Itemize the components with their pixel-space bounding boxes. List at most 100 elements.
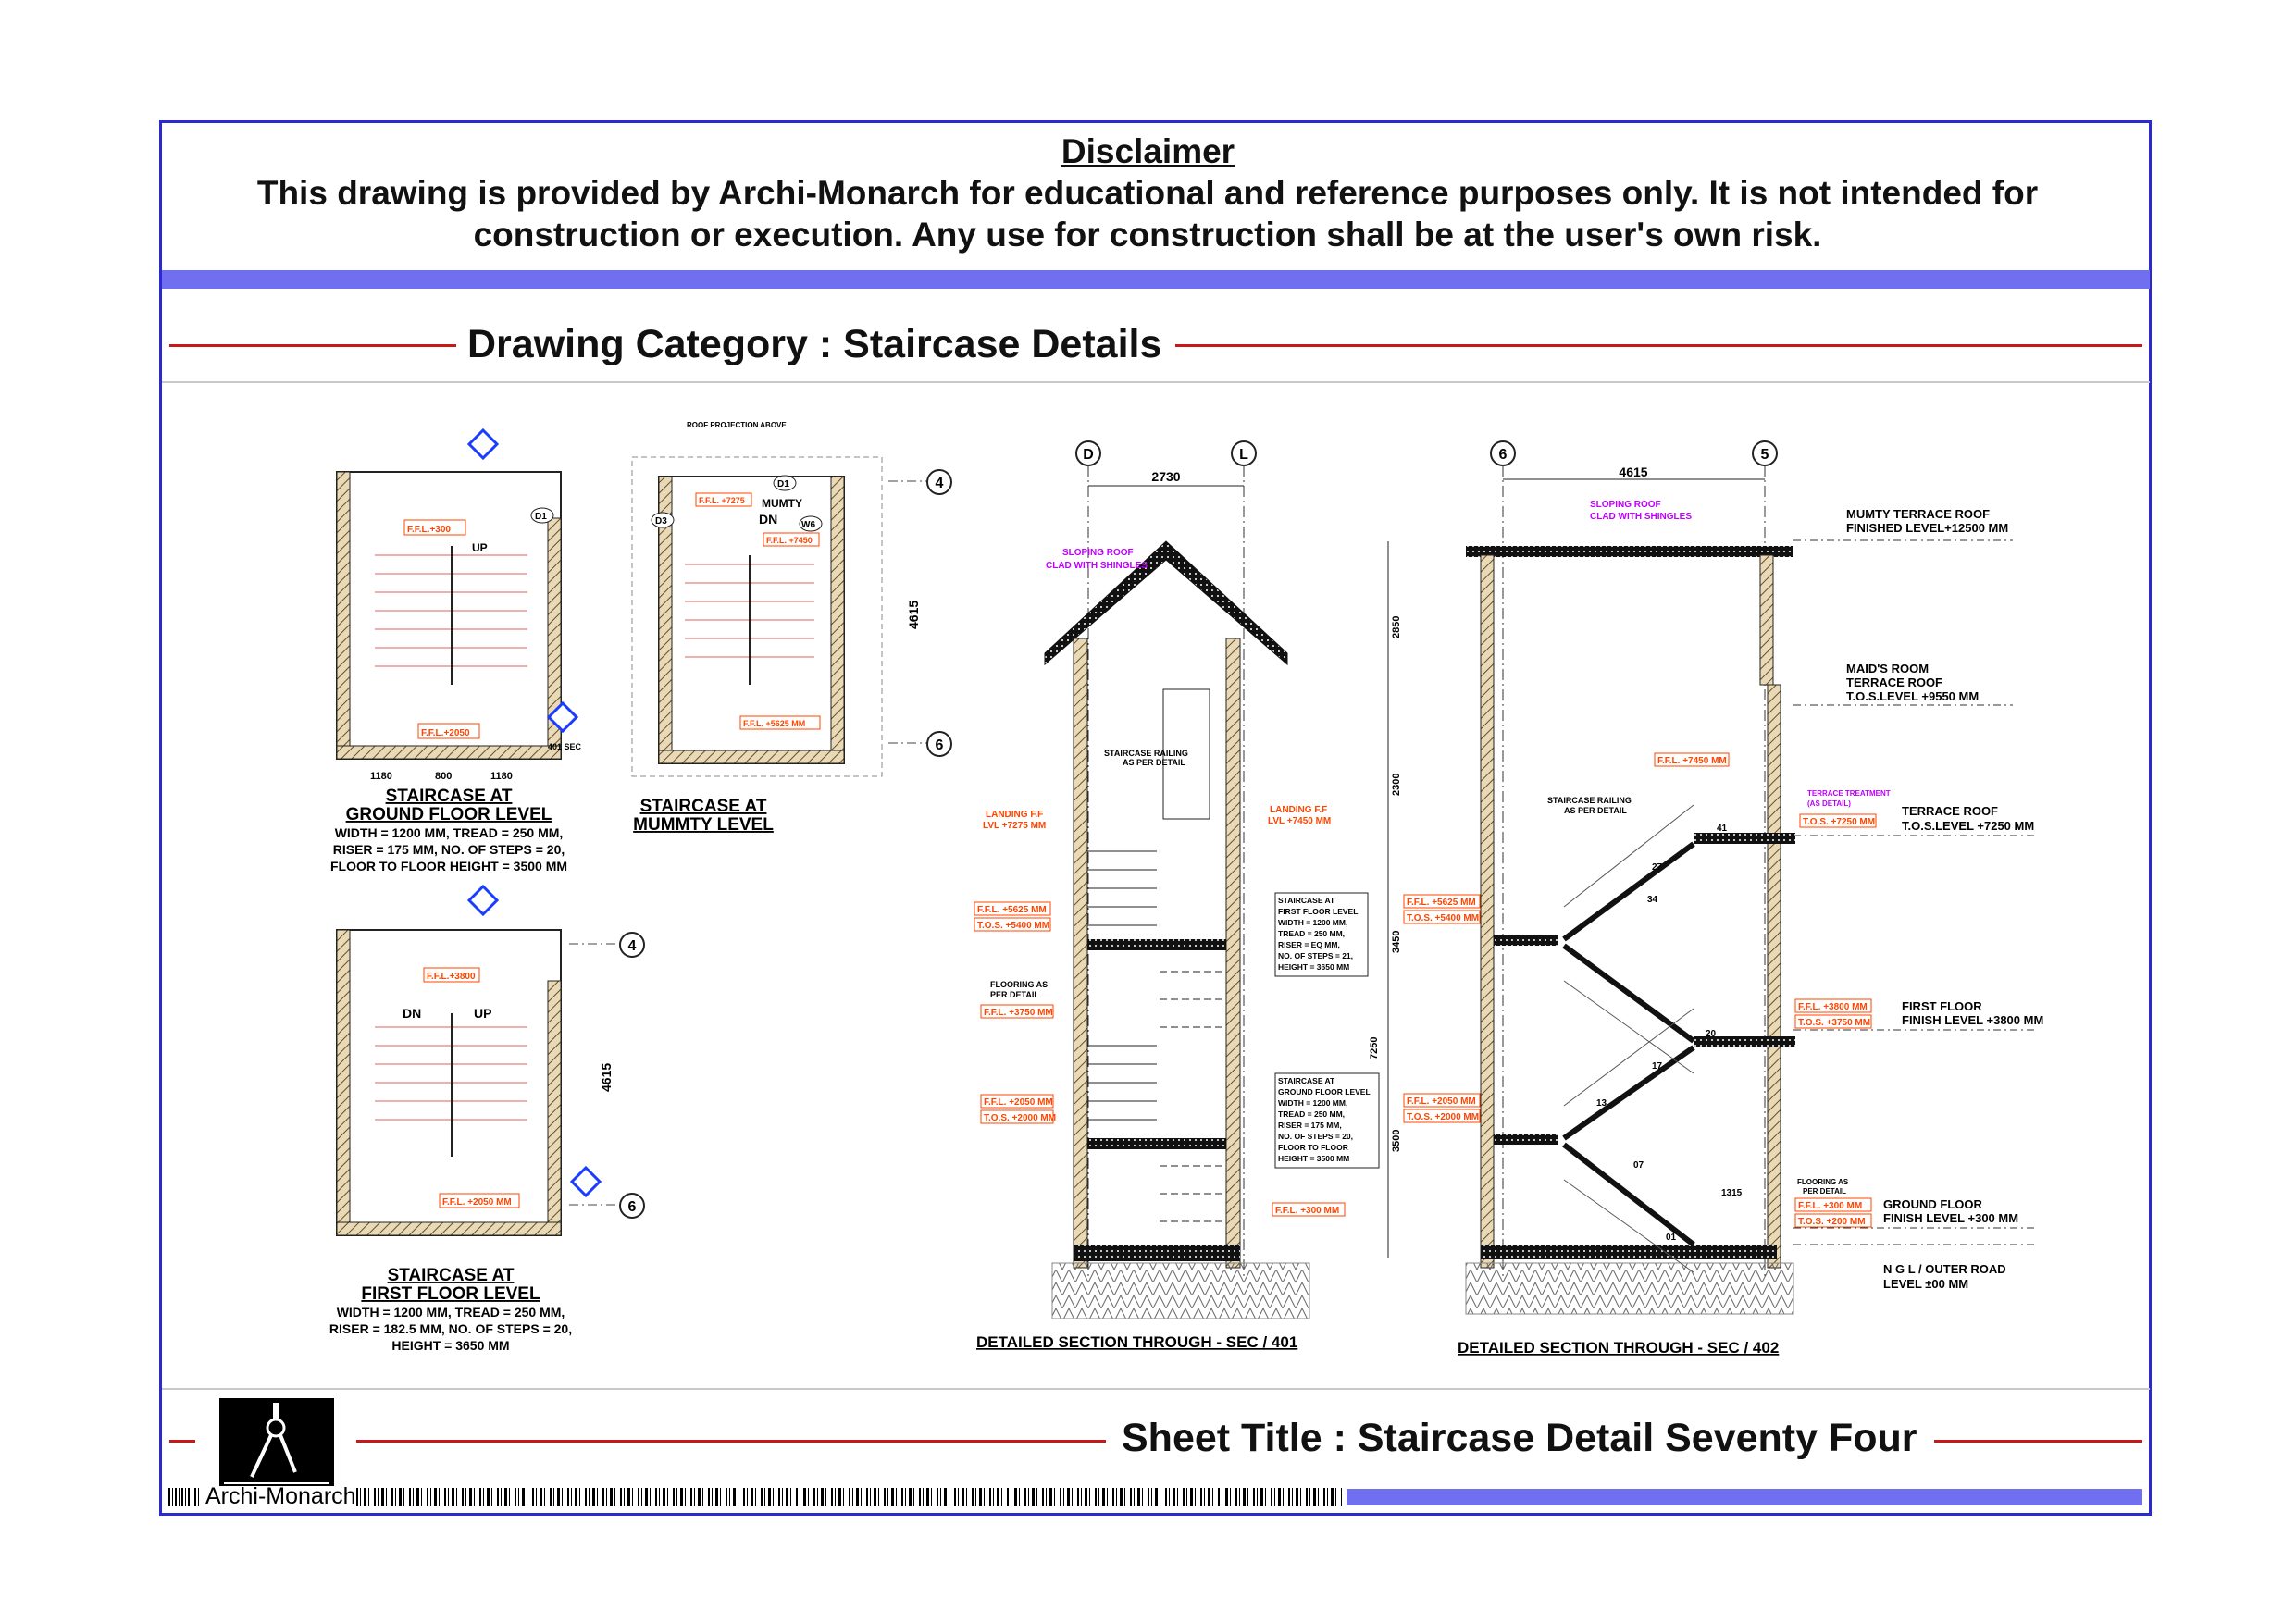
disclaimer-text: This drawing is provided by Archi-Monarc…: [213, 172, 2082, 255]
sec401-note-ground-5: NO. OF STEPS = 20,: [1278, 1132, 1353, 1141]
sec402-flooring-1: FLOORING AS: [1797, 1178, 1849, 1186]
disclaimer-line-1: This drawing is provided by Archi-Monarc…: [256, 174, 2039, 212]
sec401-level-3: F.F.L. +3750 MM: [984, 1008, 1053, 1018]
sec401-title: DETAILED SECTION THROUGH - SEC / 401: [976, 1333, 1297, 1351]
sec401-flooring-1: FLOORING AS: [990, 980, 1048, 989]
sec401-flooring-2: PER DETAIL: [990, 990, 1039, 999]
compass-icon: [224, 1403, 329, 1484]
sec402-step-41: 41: [1717, 824, 1728, 834]
footer-rule-right: [1934, 1440, 2142, 1443]
sec402-level-3: F.F.L. +5625 MM: [1407, 898, 1476, 908]
sec401-note-first-4: RISER = EQ MM,: [1278, 940, 1340, 949]
barcode-strip: [356, 1488, 1342, 1506]
sec402-step-20: 20: [1706, 1029, 1717, 1039]
ff-spec-1: WIDTH = 1200 MM, TREAD = 250 MM,: [337, 1305, 565, 1319]
sec402-terrace-note-1: TERRACE TREATMENT: [1807, 789, 1891, 798]
gf-ffl-bottom: F.F.L.+2050: [421, 728, 470, 738]
sec402-step-07: 07: [1633, 1160, 1644, 1171]
ff-title-2: FIRST FLOOR LEVEL: [361, 1284, 540, 1304]
sec402-level-2: T.O.S. +7250 MM: [1803, 817, 1875, 827]
gf-spec-1: WIDTH = 1200 MM, TREAD = 250 MM,: [335, 825, 564, 840]
ff-dn: DN: [403, 1006, 421, 1021]
sec401-grid-d: D: [1083, 447, 1094, 463]
gf-dim-2: 800: [435, 771, 452, 782]
sec402-level-9: F.F.L. +300 MM: [1798, 1201, 1862, 1211]
sec401-railing-1: STAIRCASE RAILING: [1104, 749, 1188, 758]
sec401-roof-note-2: CLAD WITH SHINGLES: [1046, 561, 1148, 571]
sec402-railing-1: STAIRCASE RAILING: [1547, 796, 1632, 805]
sec401-level-6: F.F.L. +300 MM: [1275, 1206, 1339, 1216]
sec402-level-7: F.F.L. +2050 MM: [1407, 1096, 1476, 1107]
sec401-note-first-2: WIDTH = 1200 MM,: [1278, 918, 1347, 927]
sec402-dim-1315: 1315: [1721, 1188, 1743, 1198]
sec401-railing-2: AS PER DETAIL: [1123, 758, 1185, 767]
sec402-label-maid-0: MAID'S ROOM: [1846, 662, 1929, 675]
sec402-label-terrace-1: TERRACE ROOF: [1902, 804, 1998, 818]
sec401-vdim-1: 2850: [1391, 616, 1402, 638]
brand-name: Archi-Monarch: [205, 1483, 356, 1509]
ff-up: UP: [474, 1006, 491, 1021]
gf-title-2: GROUND FLOOR LEVEL: [346, 805, 552, 824]
sec402-roof-note-1: SLOPING ROOF: [1590, 500, 1661, 510]
ff-spec-3: HEIGHT = 3650 MM: [391, 1338, 509, 1353]
gf-title-1: STAIRCASE AT: [386, 787, 513, 806]
footer-rule-left: [169, 1440, 195, 1443]
sec401-roof-note-1: SLOPING ROOF: [1062, 548, 1134, 558]
sec402-level-4: T.O.S. +5400 MM: [1407, 913, 1479, 923]
mumty-roof-note: ROOF PROJECTION ABOVE: [687, 421, 787, 429]
sec401-note-ground-6: FLOOR TO FLOOR: [1278, 1143, 1348, 1152]
ff-ffl-bottom: F.F.L. +2050 MM: [442, 1197, 512, 1208]
sec402-label-first-2: FINISH LEVEL +3800 MM: [1902, 1013, 2043, 1027]
sec402-terrace-note-2: (AS DETAIL): [1807, 799, 1851, 808]
section-402: 6 5 4615 SLOPING ROOF CLAD WITH SHINGLES…: [1403, 440, 2043, 1357]
sec402-level-6: T.O.S. +3750 MM: [1798, 1018, 1870, 1028]
sec402-grid-6: 6: [1499, 447, 1508, 463]
drawing-category: Drawing Category : Staircase Details: [467, 322, 1162, 366]
header-divider: [162, 381, 2150, 383]
header-rule-right: [1175, 344, 2142, 347]
mumty-ffl-2: F.F.L. +7450: [766, 536, 813, 545]
first-floor-plan: F.F.L.+3800 F.F.L. +2050 MM DN UP 4 6 46…: [329, 884, 645, 1353]
sec402-grid-5: 5: [1761, 447, 1769, 463]
gf-door: D1: [535, 512, 547, 522]
footer-divider: [162, 1388, 2150, 1390]
sec401-level-1: F.F.L. +5625 MM: [977, 905, 1047, 915]
archi-monarch-logo: [219, 1398, 334, 1486]
ground-floor-plan: F.F.L.+300 F.F.L.+2050 UP D1 1180 800 11…: [330, 427, 582, 873]
sec402-step-13: 13: [1596, 1098, 1607, 1109]
sec402-level-10: T.O.S. +200 MM: [1798, 1217, 1866, 1227]
sec401-note-ground-4: RISER = 175 MM,: [1278, 1121, 1342, 1130]
sec401-landing-left-1: LANDING F.F: [986, 810, 1043, 820]
sec401-landing-right-1: LANDING F.F: [1270, 805, 1327, 815]
mumty-ffl-1: F.F.L. +7275: [699, 496, 745, 505]
footer-rule-mid: [356, 1440, 1106, 1443]
mumty-title-1: STAIRCASE AT: [640, 797, 767, 816]
gf-dim-3: 1180: [490, 771, 513, 782]
ff-spec-2: RISER = 182.5 MM, NO. OF STEPS = 20,: [329, 1321, 572, 1336]
ff-grid-4: 4: [628, 938, 637, 954]
sec402-label-ngl-1: N G L / OUTER ROAD: [1883, 1262, 2006, 1276]
sec402-width-dim: 4615: [1619, 465, 1647, 479]
sec401-landing-right-2: LVL +7450 MM: [1268, 816, 1331, 826]
gf-spec-3: FLOOR TO FLOOR HEIGHT = 3500 MM: [330, 859, 567, 873]
sec402-step-01: 01: [1666, 1233, 1677, 1243]
sec401-note-ground-7: HEIGHT = 3500 MM: [1278, 1154, 1349, 1163]
sec401-level-5: T.O.S. +2000 MM: [984, 1113, 1056, 1123]
sec401-width-dim: 2730: [1151, 469, 1180, 484]
sec401-note-ground-2: WIDTH = 1200 MM,: [1278, 1098, 1347, 1108]
gf-ffl-top: F.F.L.+300: [407, 525, 451, 535]
sec401-note-ground-3: TREAD = 250 MM,: [1278, 1109, 1345, 1119]
sec402-step-34: 34: [1647, 895, 1658, 905]
sec402-label-ground-2: FINISH LEVEL +300 MM: [1883, 1211, 2018, 1225]
sec402-label-ngl-2: LEVEL ±00 MM: [1883, 1277, 1968, 1291]
gf-sec-marker: 401 SEC: [548, 742, 582, 751]
sec401-note-first-5: NO. OF STEPS = 21,: [1278, 951, 1353, 960]
sec402-level-5: F.F.L. +3800 MM: [1798, 1002, 1868, 1012]
sec401-grid-l: L: [1239, 447, 1248, 463]
sec401-note-ground-0: STAIRCASE AT: [1278, 1076, 1335, 1085]
mumty-grid-6: 6: [936, 737, 944, 753]
mumty-plan: ROOF PROJECTION ABOVE MUMTY DN F.F.L. +7…: [631, 421, 952, 835]
sec401-vdim-3: 3450: [1391, 931, 1402, 953]
sec402-label-mumty-1: MUMTY TERRACE ROOF: [1846, 507, 1990, 521]
